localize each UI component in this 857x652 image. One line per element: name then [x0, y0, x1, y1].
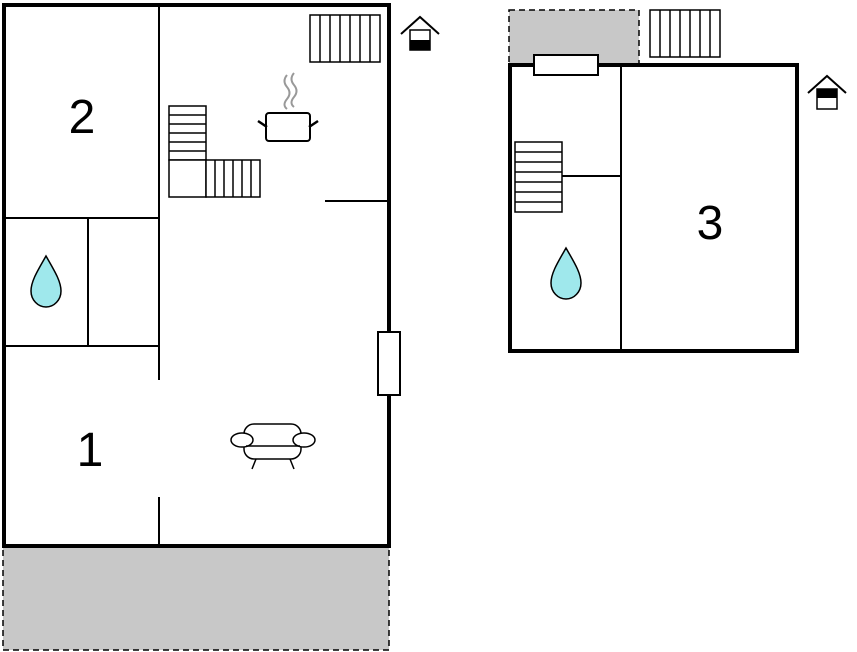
window-icon [533, 54, 599, 76]
upper-floor-plan: 3 [508, 9, 847, 353]
ground-floor-outer-wall [2, 3, 391, 548]
stairs-icon [168, 105, 261, 198]
window-icon [377, 331, 401, 396]
entrance-icon [807, 74, 847, 110]
stairs-icon [514, 141, 563, 213]
sofa-icon [230, 423, 316, 470]
terrace-area [2, 545, 390, 651]
cooking-pot-icon [257, 72, 319, 142]
water-drop-icon [550, 246, 582, 300]
water-drop-icon [30, 254, 62, 308]
stairs-icon [649, 9, 721, 58]
entrance-icon [400, 15, 440, 51]
room-label-2: 2 [69, 91, 96, 144]
room-label-1: 1 [77, 424, 104, 477]
interior-walls [6, 7, 387, 544]
ground-floor-plan: 2 1 [2, 3, 440, 651]
stairs-icon [309, 14, 381, 63]
interior-walls [562, 67, 622, 349]
room-label-3: 3 [697, 197, 724, 250]
